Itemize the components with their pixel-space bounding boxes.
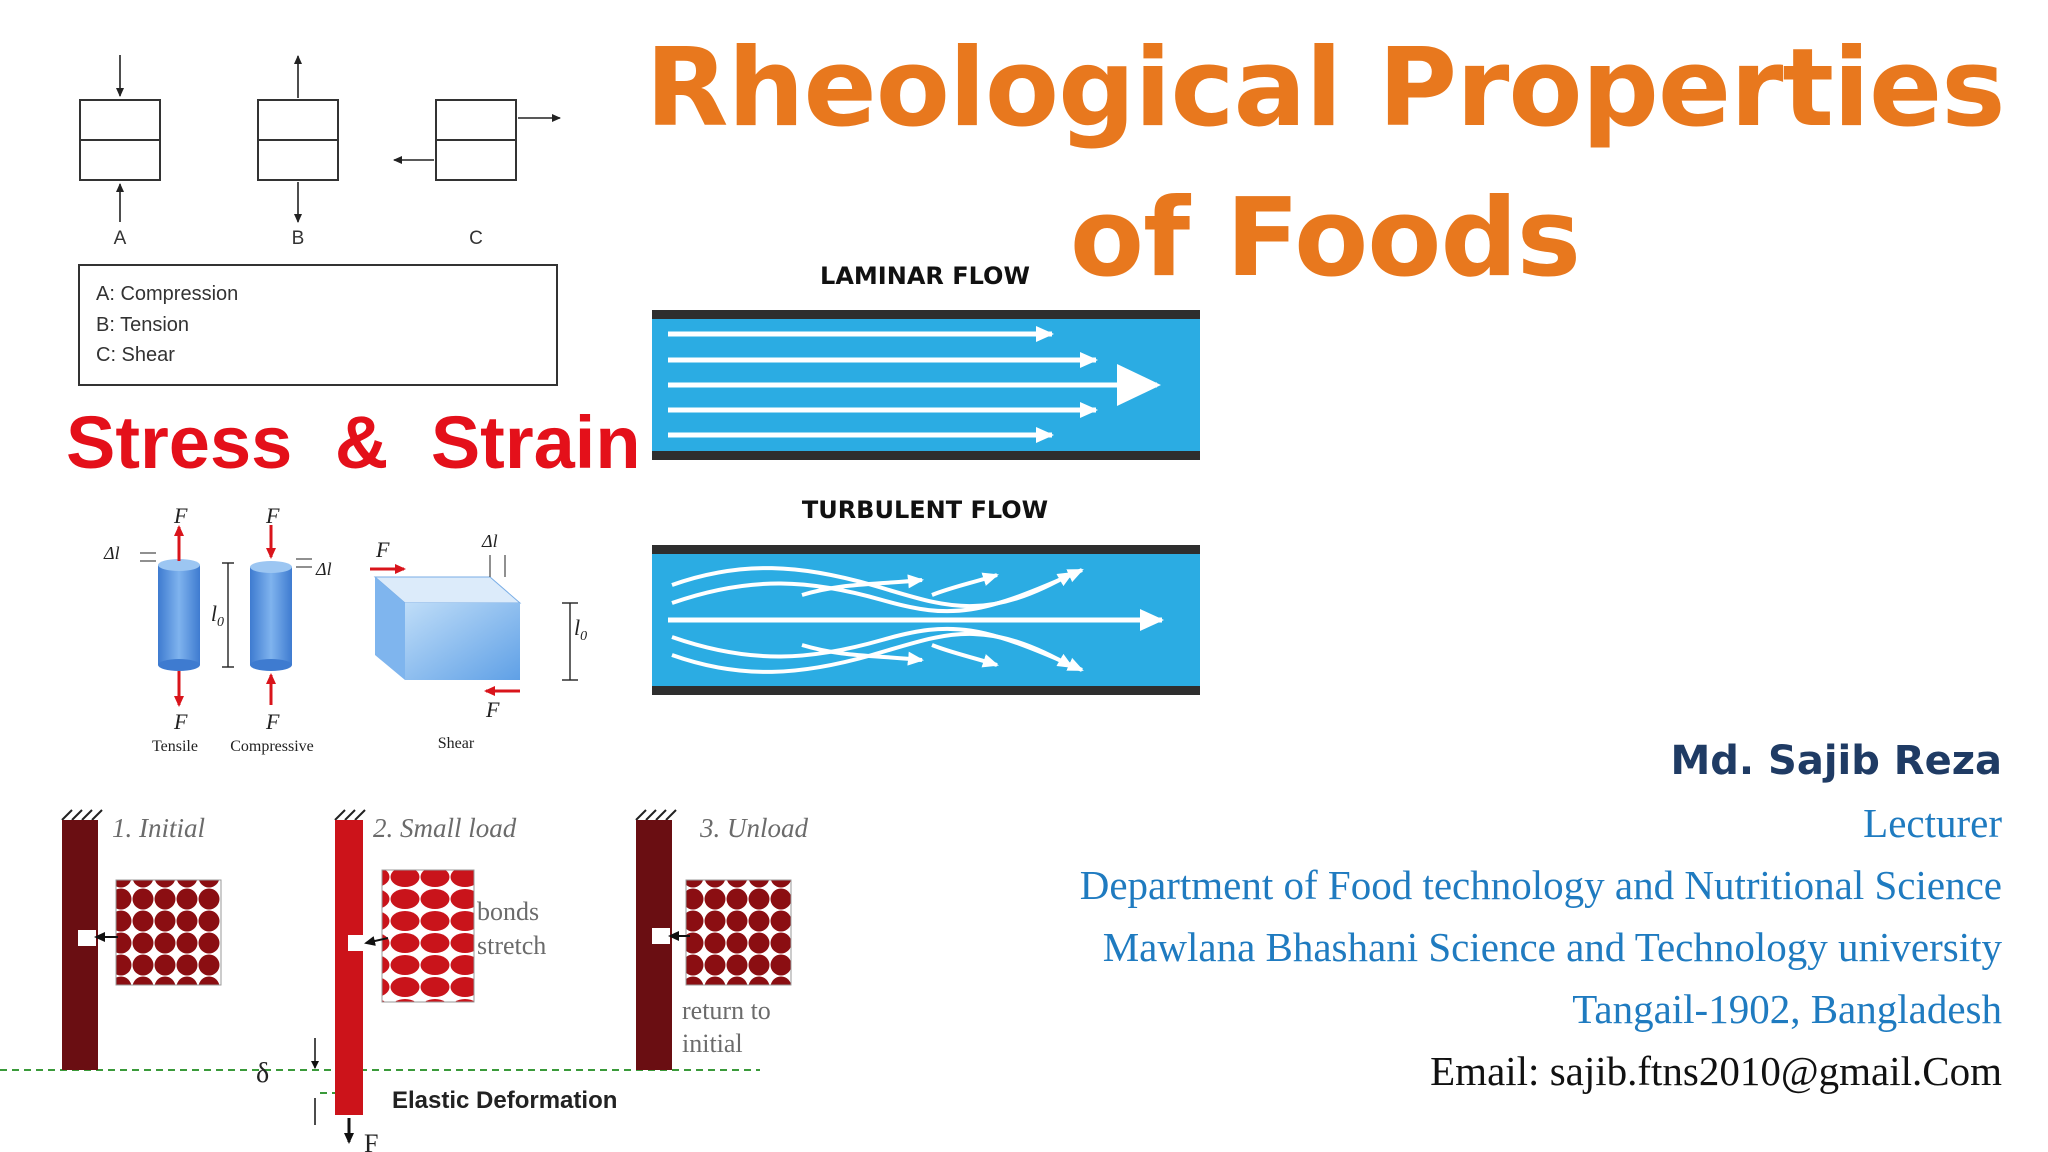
delta-l-left: Δl	[103, 543, 120, 563]
delta-l-right: Δl	[315, 559, 332, 579]
shear-block	[393, 99, 561, 181]
slide-title: Rheological Properties of Foods	[645, 26, 2005, 301]
legend-tension: B: Tension	[96, 314, 189, 336]
legend-compression: A: Compression	[96, 283, 238, 305]
stage-initial	[61, 809, 222, 1070]
stress-strain-heading: Stress & Strain	[66, 401, 641, 484]
stress-types-diagram: A B C A: Compression B: Tension C: Shear	[78, 55, 561, 386]
author-university: Mawlana Bhashani Science and Technology …	[1102, 924, 2002, 970]
turbulent-flow-title: TURBULENT FLOW	[801, 496, 1049, 524]
force-label-3: F	[173, 709, 188, 734]
turbulent-flow-pipe	[652, 545, 1200, 695]
stretch-label: stretch	[477, 931, 546, 960]
tensile-cylinder	[158, 525, 200, 707]
label-b: B	[292, 228, 305, 249]
compression-block	[79, 55, 161, 222]
l0-label-1: l0	[211, 601, 224, 630]
delta-l-shear: Δl	[481, 531, 498, 551]
compressive-cylinder	[250, 525, 292, 705]
legend-box	[78, 264, 558, 386]
laminar-flow-pipe	[652, 310, 1200, 460]
shear-box	[370, 564, 522, 696]
elastic-deformation-caption: Elastic Deformation	[392, 1087, 617, 1114]
force-label-5: F	[375, 537, 390, 562]
label-compressive: Compressive	[230, 738, 314, 755]
author-location: Tangail-1902, Bangladesh	[1572, 986, 2002, 1032]
deformation-diagram: l0 Δl Δl F F F F F F Δl l0 Tensile Compr…	[103, 503, 587, 755]
initial-label: initial	[682, 1029, 743, 1058]
author-block: Md. Sajib Reza Lecturer Department of Fo…	[1080, 730, 2002, 1102]
force-label-1: F	[173, 503, 188, 528]
tension-block	[257, 55, 339, 223]
l0-label-2: l0	[574, 615, 587, 644]
stage-small-load	[311, 809, 475, 1144]
force-label-2: F	[265, 503, 280, 528]
label-c: C	[469, 228, 483, 249]
stage-unload	[635, 809, 792, 1070]
legend-shear: C: Shear	[96, 344, 175, 366]
force-label-4: F	[265, 709, 280, 734]
force-label: F	[364, 1129, 378, 1152]
delta-label: δ	[256, 1058, 269, 1089]
laminar-flow-title: LAMINAR FLOW	[820, 262, 1030, 290]
force-label-6: F	[485, 697, 500, 722]
stage-2-label: 2. Small load	[373, 813, 517, 843]
bonds-label: bonds	[477, 897, 539, 926]
stage-1-label: 1. Initial	[112, 813, 205, 843]
label-a: A	[114, 228, 127, 249]
author-name: Md. Sajib Reza	[1670, 738, 2002, 784]
author-department: Department of Food technology and Nutrit…	[1079, 862, 2002, 908]
stage-3-label: 3. Unload	[699, 813, 809, 843]
label-tensile: Tensile	[152, 738, 198, 755]
label-shear: Shear	[438, 735, 475, 752]
return-label: return to	[682, 996, 771, 1025]
elastic-deformation-diagram: 1. Initial 2. Small load bonds stretch δ…	[0, 809, 809, 1152]
author-email: Email: sajib.ftns2010@gmail.Com	[1430, 1048, 2002, 1094]
author-position: Lecturer	[1863, 800, 2002, 846]
